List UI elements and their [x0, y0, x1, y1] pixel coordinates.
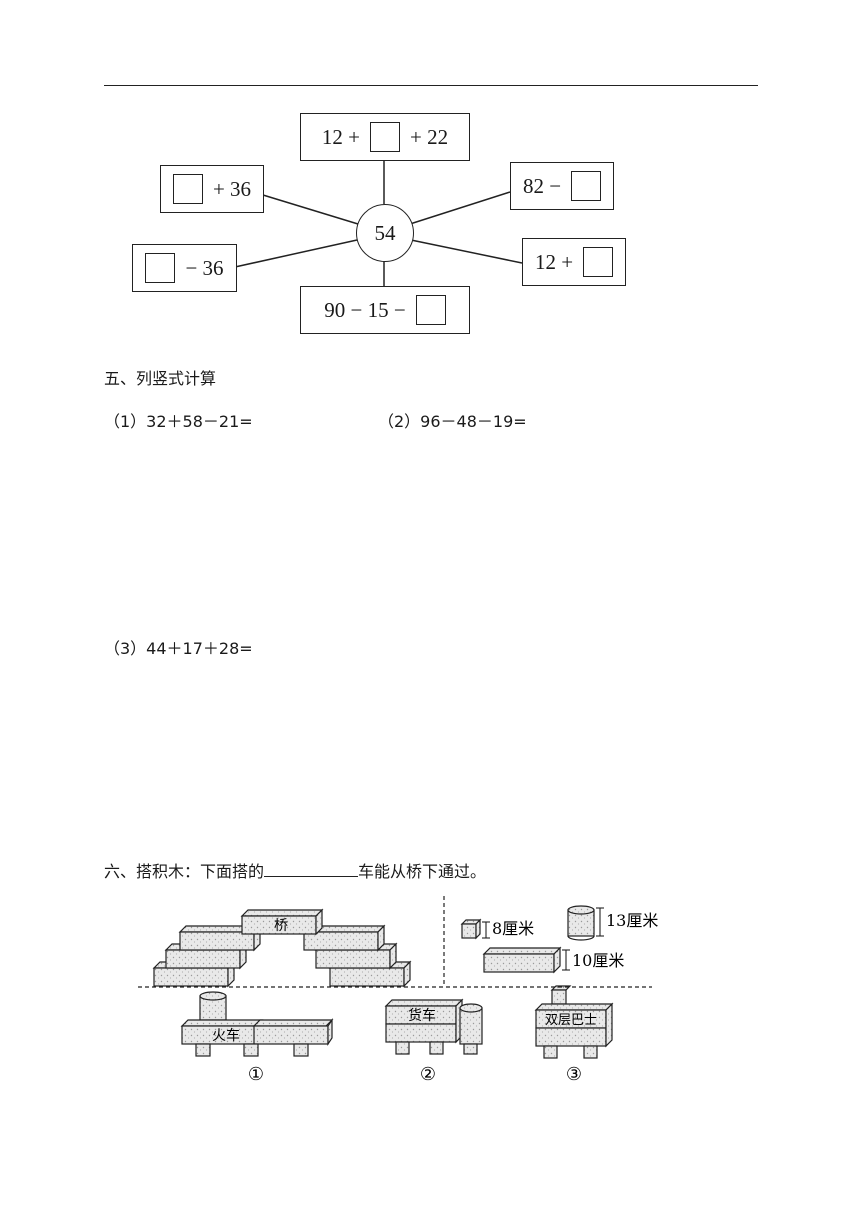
expr-bottom-left: 90 − 15 − [324, 297, 406, 322]
expr-upper-left-right: + 36 [212, 176, 252, 201]
bridge-label: 桥 [274, 918, 288, 934]
answer-blank[interactable] [264, 859, 359, 877]
section6-title-after: 车能从桥下通过。 [358, 862, 487, 881]
line-lower-right [410, 239, 523, 264]
legend-long-block [482, 946, 562, 974]
expr-box-top: 12 + + 22 [300, 113, 470, 161]
question-3: （3）44＋17＋28= [104, 639, 253, 658]
expr-box-upper-left: + 36 [160, 165, 264, 213]
vehicle-bus [534, 985, 614, 1059]
blank-top[interactable] [370, 122, 400, 152]
vehicle-3-number: ③ [566, 1064, 582, 1085]
equation-star-diagram: 12 + + 22 + 36 82 − − 36 12 + 90 − 15 − … [120, 100, 650, 350]
line-upper-left [262, 194, 359, 225]
section6-title: 六、搭积木：下面搭的 车能从桥下通过。 [104, 858, 486, 882]
blank-upper-left[interactable] [172, 174, 203, 204]
vehicle-1-label: 火车 [212, 1027, 240, 1044]
section5-title: 五、列竖式计算 [104, 369, 217, 388]
bridge-top-block [240, 908, 324, 936]
legend-brackets [482, 907, 604, 971]
expr-top-right: + 22 [410, 124, 449, 149]
expr-box-lower-right: 12 + [522, 238, 626, 286]
expr-box-bottom: 90 − 15 − [300, 286, 470, 334]
blank-upper-right[interactable] [571, 171, 602, 201]
vehicle-2-label: 货车 [408, 1007, 436, 1024]
question-1: （1）32＋58－21= [104, 412, 253, 431]
expr-box-lower-left: − 36 [132, 244, 237, 292]
section6-title-before: 六、搭积木：下面搭的 [104, 862, 265, 881]
blocks-illustration: 桥 8厘米 13厘米 10厘米 火车 货车 双层巴士 ① ② ③ [138, 896, 658, 1085]
legend-cube-label: 8厘米 [492, 919, 534, 938]
blank-lower-right[interactable] [583, 247, 614, 277]
line-upper-right [409, 191, 511, 225]
vehicle-truck [384, 998, 483, 1055]
legend-long-block-label: 10厘米 [572, 951, 624, 970]
vehicle-2-number: ② [420, 1064, 436, 1085]
blank-bottom[interactable] [415, 295, 446, 325]
vehicle-train [180, 991, 334, 1057]
center-number: 54 [356, 204, 414, 262]
connector-lines [234, 160, 523, 286]
expr-top-left: 12 + [321, 124, 360, 149]
bridge-right-stack [302, 924, 412, 988]
line-lower-left [234, 239, 358, 268]
expr-lower-right-left: 12 + [534, 249, 574, 274]
top-rule [104, 85, 758, 86]
vehicle-1-number: ① [248, 1064, 264, 1085]
legend-cylinder [567, 905, 595, 941]
bridge-left-stack [152, 924, 262, 988]
blank-lower-left[interactable] [145, 253, 176, 283]
legend-cylinder-label: 13厘米 [606, 911, 658, 930]
legend-cube [460, 918, 482, 940]
expr-box-upper-right: 82 − [510, 162, 614, 210]
question-2: （2）96－48－19= [378, 412, 527, 431]
vehicle-3-label: 双层巴士 [545, 1013, 597, 1028]
expr-upper-right-left: 82 − [522, 173, 562, 198]
expr-lower-left-right: − 36 [185, 255, 224, 280]
building-blocks-figure: 桥 8厘米 13厘米 10厘米 火车 货车 双层巴士 ① ② ③ [130, 890, 660, 1090]
